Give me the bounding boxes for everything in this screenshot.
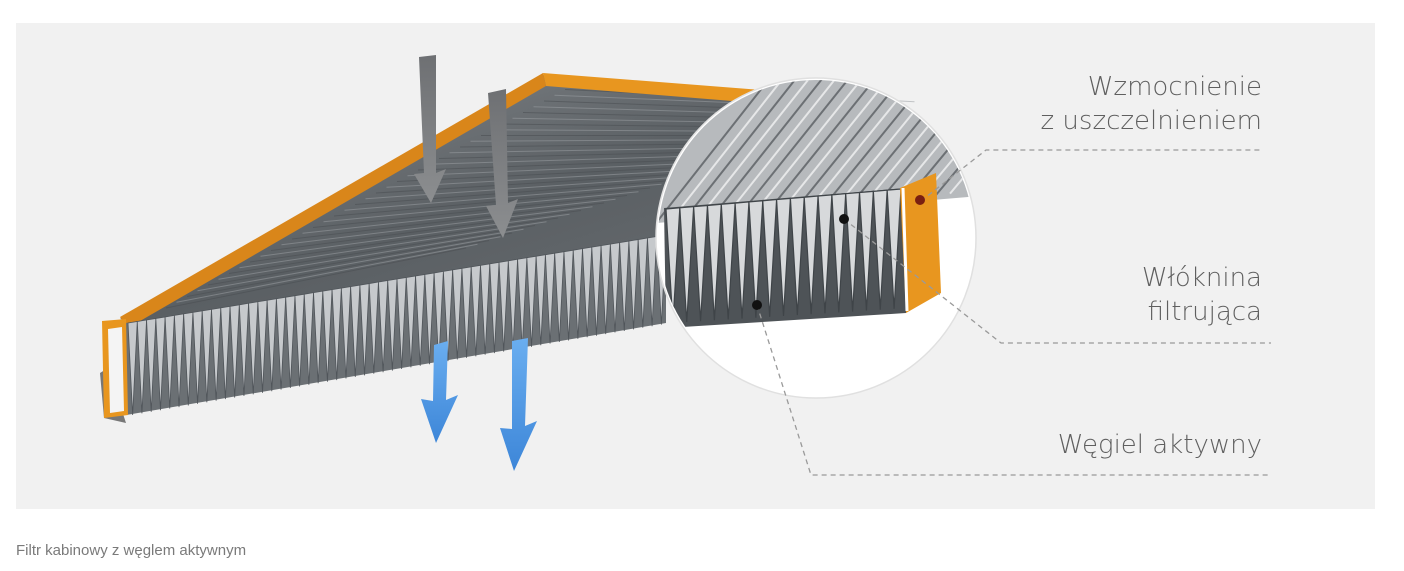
pleat <box>554 251 565 343</box>
pleat <box>275 296 287 390</box>
pleat <box>127 321 138 416</box>
pleat <box>563 249 574 341</box>
pleat <box>229 304 240 398</box>
filter-front-pleats <box>127 234 667 416</box>
pleat <box>173 313 185 408</box>
figure-caption: Filtr kabinowy z węglem aktywnym <box>16 542 247 559</box>
magnified-pleat <box>817 194 833 314</box>
magnified-pleat <box>858 190 874 311</box>
outflow-arrows <box>421 338 537 471</box>
magnified-pleat <box>803 195 819 315</box>
pleat <box>238 302 250 396</box>
label-reinforcement-line-1: Wzmocnienie <box>1087 72 1262 102</box>
leader-reinforcement <box>920 149 1261 202</box>
pleat <box>340 286 352 379</box>
pleat <box>507 258 519 350</box>
magnified-pleat <box>748 200 764 318</box>
marker-nonwoven <box>839 214 849 224</box>
label-nonwoven: Włóknina filtrująca <box>1142 261 1262 329</box>
label-carbon: Węgiel aktywny <box>1058 428 1262 462</box>
pleat <box>582 246 593 338</box>
magnified-pleat <box>886 188 902 309</box>
pleat <box>146 317 157 412</box>
magnified-pleat <box>872 189 888 310</box>
pleat <box>600 243 611 335</box>
frame-left-edge <box>120 73 546 328</box>
pleat <box>619 240 630 331</box>
filter-illustration <box>100 55 1271 476</box>
magnified-pleat <box>845 191 861 312</box>
pleat <box>248 301 259 395</box>
leader-nonwoven <box>843 218 1271 344</box>
pleat <box>211 307 222 401</box>
label-reinforcement-line-2: z uszczelnieniem <box>1040 106 1262 136</box>
pleat <box>164 314 175 409</box>
pleat <box>424 272 435 365</box>
pleat <box>470 264 481 357</box>
label-carbon-line-1: Węgiel aktywny <box>1057 430 1262 460</box>
pleat <box>192 310 203 404</box>
outflow-arrow-left <box>421 341 458 443</box>
pleat <box>489 261 500 354</box>
pleat <box>637 237 648 328</box>
filter-diagram: Wzmocnienie z uszczelnieniem Włóknina fi… <box>16 23 1375 509</box>
pleat <box>591 245 602 336</box>
pleat <box>285 295 296 389</box>
magnified-pleat <box>789 196 805 316</box>
pleat <box>433 270 444 363</box>
pleat <box>266 298 277 392</box>
pleat <box>628 239 639 330</box>
pleat <box>461 266 472 358</box>
inflow-arrows <box>414 55 518 238</box>
magnified-pleat <box>734 201 750 319</box>
outflow-arrow-right <box>500 338 537 471</box>
magnified-pleat <box>706 203 722 321</box>
pleat <box>368 281 379 374</box>
pleat <box>155 316 166 411</box>
pleat <box>322 289 333 382</box>
pleat <box>220 305 231 400</box>
magnified-pleat <box>775 197 792 316</box>
label-reinforcement: Wzmocnienie z uszczelnieniem <box>1041 70 1262 138</box>
pleat <box>452 267 463 360</box>
pleat <box>387 278 398 371</box>
inflow-arrow-right <box>486 89 518 238</box>
pleat <box>201 308 212 403</box>
leader-lines <box>756 149 1271 476</box>
magnified-pleat <box>762 198 778 317</box>
pleat <box>183 311 194 406</box>
pleat <box>331 287 342 381</box>
pleat <box>544 252 556 344</box>
label-nonwoven-line-2: filtrująca <box>1147 297 1262 327</box>
magnified-pleat <box>665 207 681 324</box>
pleat <box>313 290 324 384</box>
pleat <box>647 236 658 327</box>
inflow-arrow-left <box>414 55 446 203</box>
label-nonwoven-line-1: Włóknina <box>1141 263 1262 293</box>
pleat <box>517 257 528 349</box>
pleat <box>378 280 389 373</box>
frame-left-end-inner <box>108 327 124 413</box>
marker-reinforcement <box>915 195 925 205</box>
magnified-pleat <box>720 202 736 320</box>
pleat <box>303 292 314 385</box>
pleat <box>350 284 361 377</box>
pleat <box>136 319 147 414</box>
pleat <box>405 275 416 368</box>
pleat <box>415 273 426 366</box>
magnified-pleat <box>693 204 709 322</box>
pleat <box>359 283 370 376</box>
pleat <box>535 254 546 346</box>
pleat <box>609 242 621 333</box>
pleat <box>294 293 305 387</box>
magnified-pleat <box>679 205 695 323</box>
pleat <box>572 248 583 339</box>
pleat <box>442 269 454 362</box>
pleat <box>526 255 537 347</box>
pleat <box>257 299 268 393</box>
marker-carbon <box>752 300 762 310</box>
pleat <box>480 263 491 355</box>
pleat <box>396 277 407 370</box>
pleat <box>498 260 509 352</box>
